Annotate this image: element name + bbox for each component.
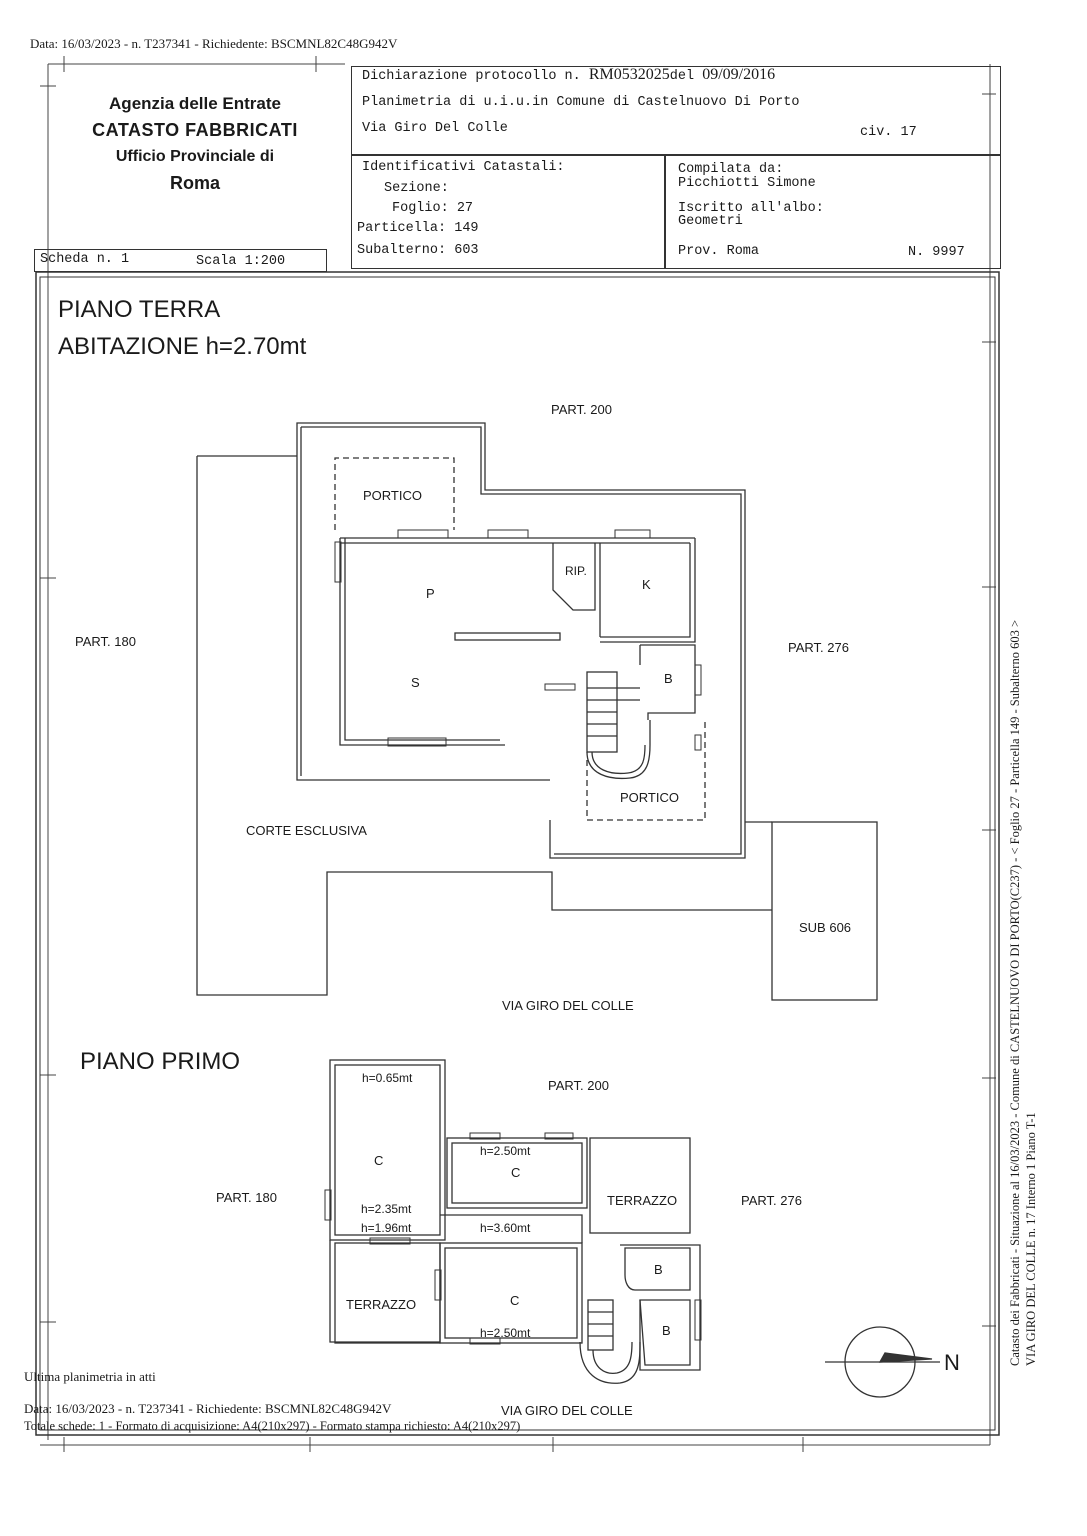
gf-part-180: PART. 180 bbox=[75, 634, 136, 649]
header-box bbox=[351, 66, 1001, 269]
planimetria-line: Planimetria di u.i.u.in Comune di Castel… bbox=[362, 95, 800, 110]
ff-c1-label: C bbox=[374, 1153, 384, 1168]
room-b-label: B bbox=[664, 671, 673, 686]
ff-b1-label: B bbox=[654, 1262, 663, 1277]
ff-b2-label: B bbox=[662, 1323, 671, 1338]
sezione-label: Sezione: bbox=[384, 181, 449, 196]
ff-terrazzo2-label: TERRAZZO bbox=[346, 1297, 417, 1312]
protocollo-number: RM0532025 bbox=[588, 66, 670, 83]
header-vdivider bbox=[664, 154, 666, 269]
stair-first bbox=[587, 1299, 614, 1351]
iscritto-label: Iscritto all'albo: bbox=[678, 201, 824, 216]
compilata-label: Compilata da: bbox=[678, 162, 784, 177]
foglio-value: 27 bbox=[456, 201, 474, 216]
first-c3 bbox=[439, 1242, 583, 1344]
particella-value: 149 bbox=[454, 221, 479, 236]
sub606-outline bbox=[771, 821, 878, 1001]
catasto-title: CATASTO FABBRICATI bbox=[92, 120, 298, 140]
ff-h196: h=1.96mt bbox=[361, 1221, 412, 1235]
agency-name: Agenzia delle Entrate bbox=[109, 94, 281, 113]
footer-data: Data: 16/03/2023 - n. T237341 - Richiede… bbox=[24, 1401, 392, 1416]
first-c1 bbox=[329, 1059, 446, 1241]
room-rip bbox=[552, 543, 596, 611]
foglio-row: Foglio: 27 bbox=[392, 201, 473, 216]
ff-part-200: PART. 200 bbox=[548, 1078, 609, 1093]
foglio-label: Foglio: bbox=[392, 201, 449, 216]
ff-h360: h=3.60mt bbox=[480, 1221, 531, 1235]
particella-label: Particella: bbox=[357, 221, 447, 236]
ff-h250b: h=2.50mt bbox=[480, 1326, 531, 1340]
north-label: N bbox=[944, 1350, 960, 1375]
room-b-ground bbox=[640, 644, 696, 720]
ff-c2-label: C bbox=[511, 1165, 521, 1180]
first-terrazzo1 bbox=[589, 1137, 691, 1234]
piano-terra-title: PIANO TERRA bbox=[58, 296, 221, 323]
room-rip-label: RIP. bbox=[565, 564, 587, 578]
subalterno-row: Subalterno: 603 bbox=[357, 243, 479, 258]
agency-block: Agenzia delle Entrate CATASTO FABBRICATI… bbox=[60, 92, 330, 196]
gf-part-276: PART. 276 bbox=[788, 640, 849, 655]
sub606-label: SUB 606 bbox=[799, 920, 852, 935]
first-terrazzo2 bbox=[334, 1242, 441, 1344]
ff-c3-label: C bbox=[510, 1293, 520, 1308]
building-outline bbox=[296, 422, 746, 859]
gf-portico2-label: PORTICO bbox=[620, 790, 679, 805]
subalterno-label: Subalterno: bbox=[357, 243, 447, 258]
ff-part-180: PART. 180 bbox=[216, 1190, 277, 1205]
piano-primo-title: PIANO PRIMO bbox=[80, 1048, 241, 1075]
ufficio-label: Ufficio Provinciale di bbox=[115, 148, 275, 165]
portico-dashed bbox=[334, 457, 455, 530]
dichiarazione-label: Dichiarazione protocollo n. bbox=[362, 69, 581, 84]
scheda-box bbox=[34, 249, 327, 272]
albo-value: Geometri bbox=[678, 214, 743, 229]
albo-number: N. 9997 bbox=[908, 245, 965, 260]
subalterno-value: 603 bbox=[454, 243, 479, 258]
top-stamp: Data: 16/03/2023 - n. T237341 - Richiede… bbox=[30, 36, 398, 51]
ff-via-label: VIA GIRO DEL COLLE bbox=[501, 1403, 633, 1418]
corte-label: CORTE ESCLUSIVA bbox=[246, 823, 367, 838]
header-divider bbox=[351, 154, 1001, 156]
scheda-number: Scheda n. 1 bbox=[40, 252, 130, 267]
gf-portico-label: PORTICO bbox=[363, 488, 422, 503]
prov-label: Prov. Roma bbox=[678, 244, 760, 259]
side-text-line1: Catasto dei Fabbricati - Situazione al 1… bbox=[1008, 619, 1022, 1366]
ff-h250a: h=2.50mt bbox=[480, 1144, 531, 1158]
room-p-label: P bbox=[426, 586, 435, 601]
abitazione-title: ABITAZIONE h=2.70mt bbox=[58, 333, 307, 360]
footer-totale: Totale schede: 1 - Formato di acquisizio… bbox=[24, 1419, 521, 1433]
ufficio-city: Roma bbox=[169, 173, 220, 193]
gf-via-label: VIA GIRO DEL COLLE bbox=[502, 998, 634, 1013]
ff-part-276: PART. 276 bbox=[741, 1193, 802, 1208]
del-label: del bbox=[669, 69, 695, 84]
dichiarazione-line: Dichiarazione protocollo n. RM0532025del… bbox=[362, 66, 775, 84]
protocollo-date: 09/09/2016 bbox=[702, 66, 776, 83]
room-k-label: K bbox=[642, 577, 651, 592]
civ-number: civ. 17 bbox=[860, 125, 917, 140]
ff-terrazzo1-label: TERRAZZO bbox=[607, 1193, 678, 1208]
ff-h065: h=0.65mt bbox=[362, 1071, 413, 1085]
ff-h235: h=2.35mt bbox=[361, 1202, 412, 1216]
compilata-name: Picchiotti Simone bbox=[678, 176, 816, 191]
scala-value: Scala 1:200 bbox=[196, 254, 286, 269]
gf-part-200: PART. 200 bbox=[551, 402, 612, 417]
room-p-s bbox=[339, 538, 505, 746]
portico2-dashed bbox=[586, 722, 706, 821]
side-text-line2: VIA GIRO DEL COLLE n. 17 Interno 1 Piano… bbox=[1024, 1112, 1038, 1366]
particella-row: Particella: 149 bbox=[357, 221, 479, 236]
via-line: Via Giro Del Colle bbox=[362, 121, 508, 136]
ultima-planimetria: Ultima planimetria in atti bbox=[24, 1369, 156, 1384]
identificativi-title: Identificativi Catastali: bbox=[362, 160, 565, 175]
room-s-label: S bbox=[411, 675, 420, 690]
first-c2 bbox=[446, 1137, 588, 1209]
